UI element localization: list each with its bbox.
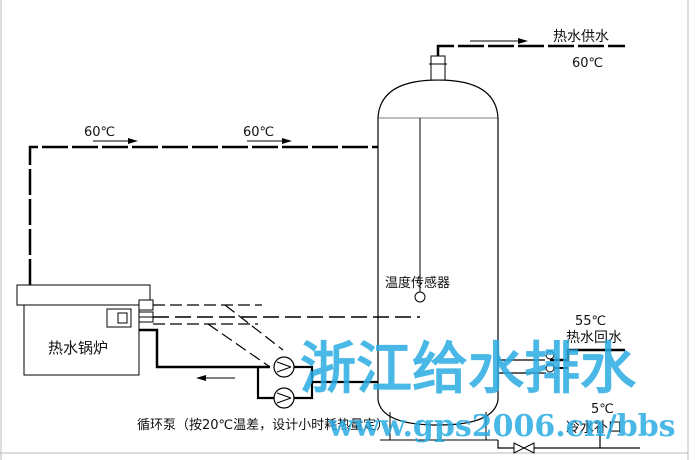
boiler-panel-indicator bbox=[117, 312, 128, 324]
hot-supply-pipe bbox=[436, 44, 625, 56]
boiler-return-pipe bbox=[139, 328, 270, 369]
boiler-label: 热水锅炉 bbox=[48, 339, 108, 357]
hot-supply-label: 热水供水 bbox=[553, 29, 609, 45]
top-pipe-temp-right-label: 60℃ bbox=[243, 125, 274, 140]
tank-legs bbox=[380, 412, 498, 441]
boiler-outlet-pipe bbox=[28, 145, 378, 285]
boiler-cap bbox=[16, 284, 151, 306]
return-flow-arrowhead bbox=[196, 375, 206, 381]
cold-makeup-pipe bbox=[497, 430, 640, 449]
cold-temp-label: 5℃ bbox=[591, 402, 614, 417]
circulation-pump-lower bbox=[273, 387, 295, 409]
watermark-url: www.gps2006.cn/bbs bbox=[327, 409, 676, 444]
hot-return-label: 热水回水 bbox=[566, 330, 622, 346]
temp-sensor-label: 温度传感器 bbox=[385, 275, 450, 291]
pump-piping bbox=[256, 365, 378, 400]
hot-return-pipe bbox=[550, 348, 625, 362]
top-pipe-temp-left-label: 60℃ bbox=[84, 125, 115, 140]
pump-caption: 循环泵（按20℃温差，设计小时耗热量定） bbox=[137, 418, 389, 433]
sensor-probe bbox=[414, 291, 426, 303]
return-valve-upper bbox=[545, 350, 555, 360]
boiler-body bbox=[23, 304, 140, 376]
supply-temp-label: 60℃ bbox=[572, 56, 603, 71]
watermark-title: 浙江给水排水 bbox=[300, 336, 637, 402]
storage-tank bbox=[377, 79, 499, 426]
top-flow-arrowhead-left bbox=[128, 138, 138, 144]
circulation-pump-upper bbox=[273, 356, 295, 378]
boiler-connections bbox=[138, 299, 154, 323]
supply-flow-arrowhead bbox=[518, 38, 528, 44]
top-flow-arrowhead-right bbox=[282, 138, 292, 144]
cold-makeup-valve bbox=[513, 442, 535, 454]
return-temp-label: 55℃ bbox=[575, 314, 606, 329]
cold-makeup-label: 冷水补口 bbox=[566, 420, 622, 436]
tank-outlet-nozzle bbox=[430, 55, 446, 81]
pump-bypass-lines bbox=[153, 304, 284, 368]
